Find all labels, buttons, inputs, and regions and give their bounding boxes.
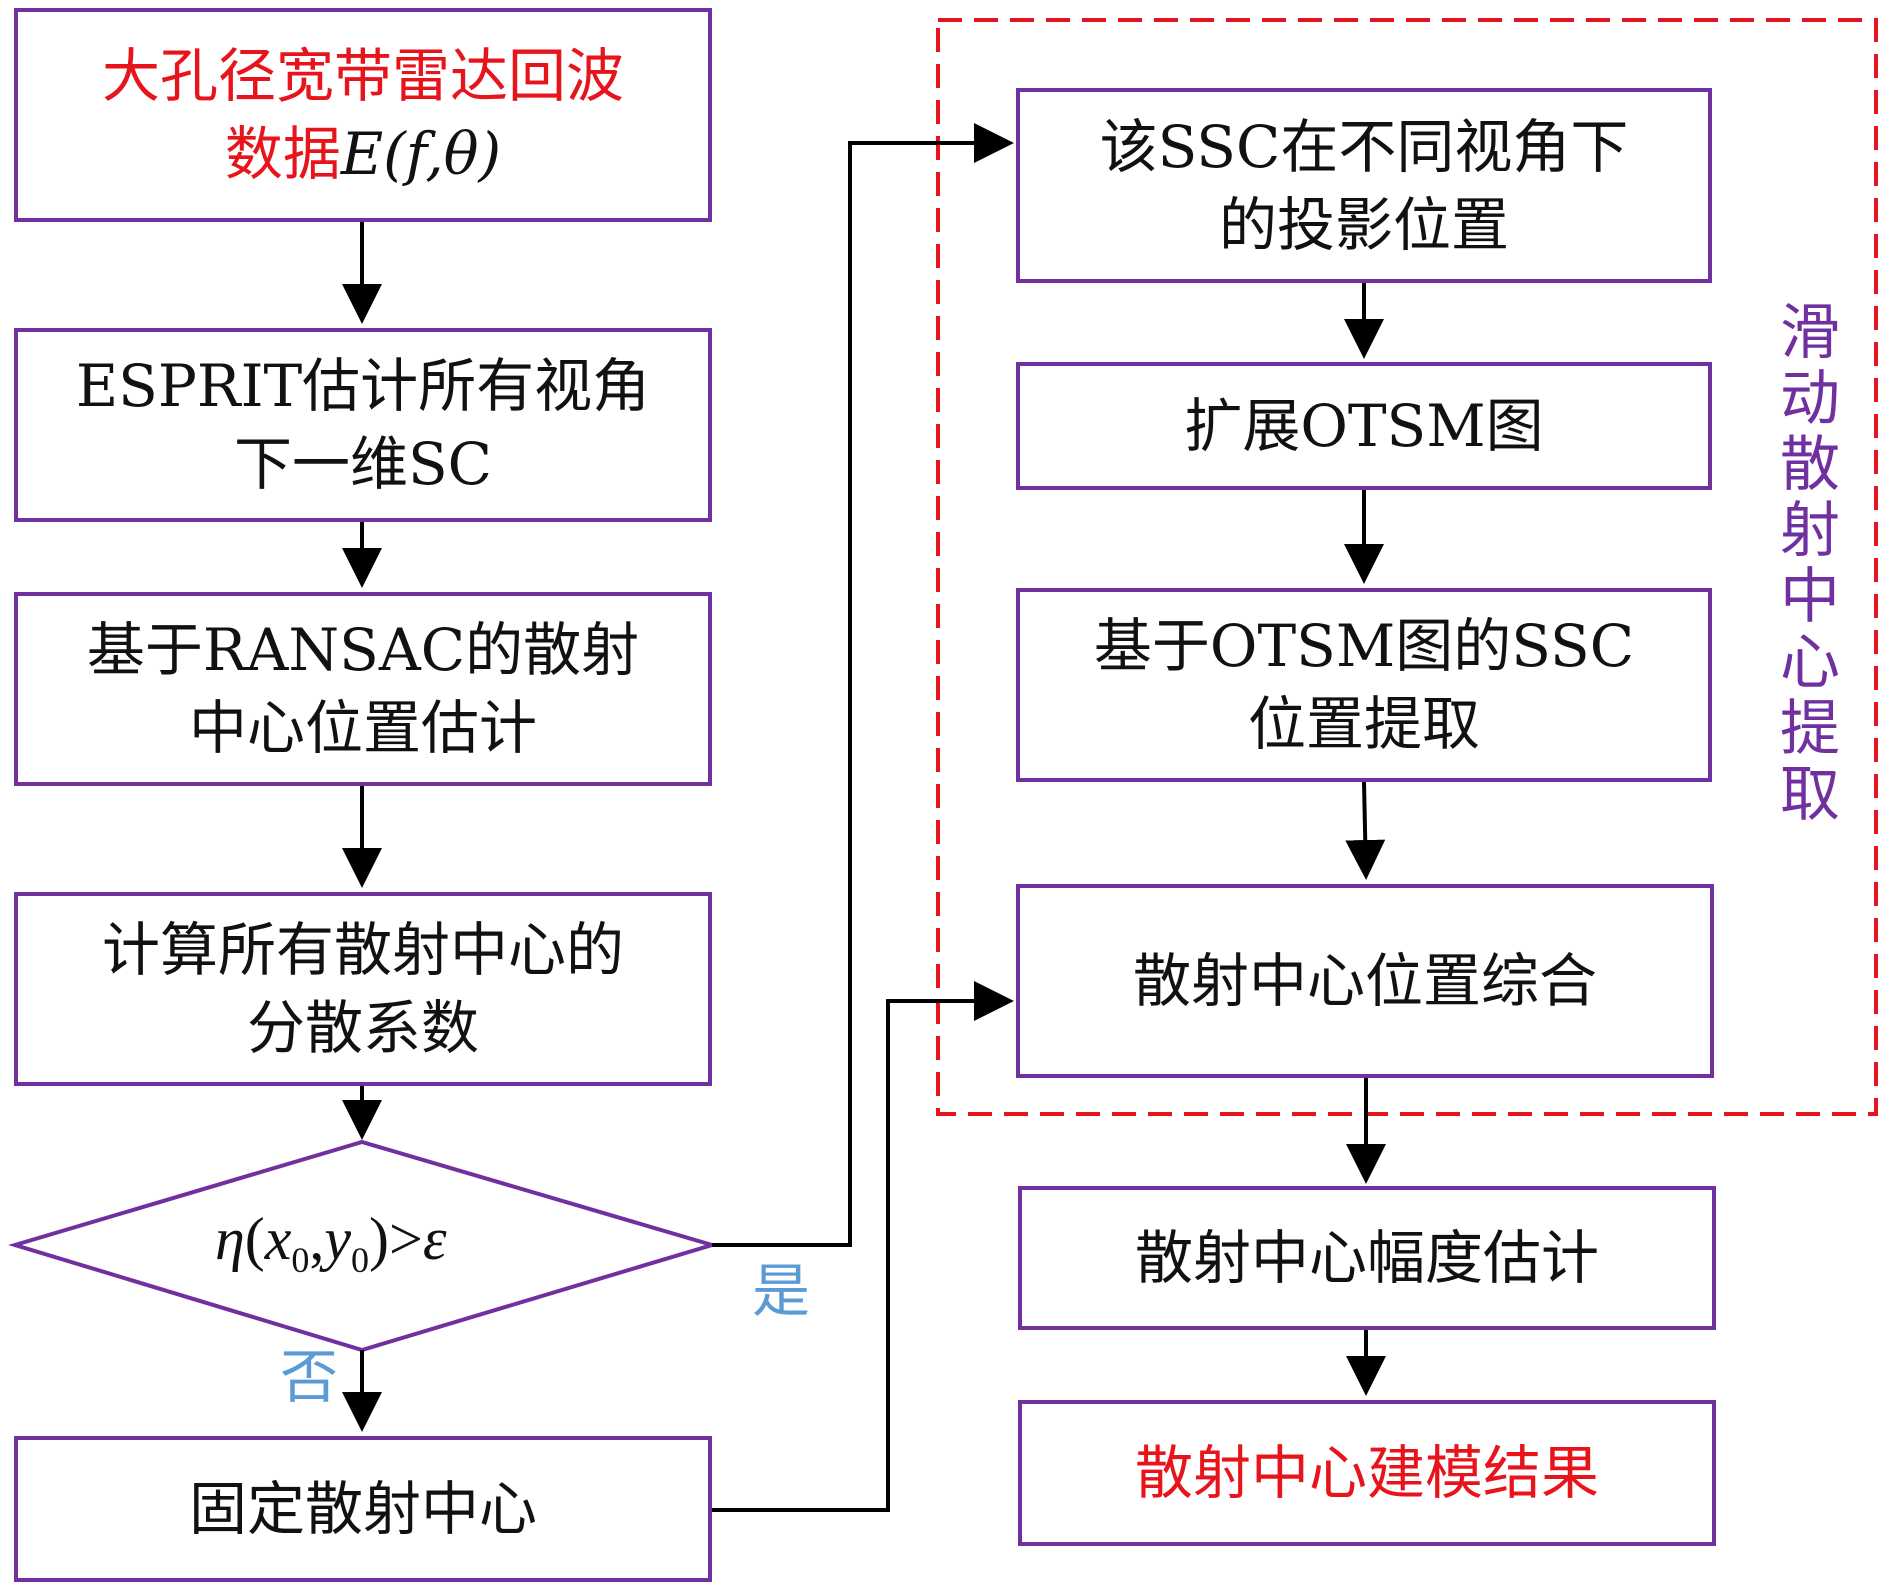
radar-echo-line2-text: 数据 <box>224 120 341 188</box>
sliding-scattering-center-extraction-label: 滑 动 散 射 中 心 提 取 <box>1775 300 1845 828</box>
greater-than-symbol: > <box>389 1206 423 1272</box>
amplitude-estimation-box: 散射中心幅度估计 <box>1018 1186 1716 1330</box>
arrow-r3-r4 <box>1345 781 1386 880</box>
dispersion-line1: 计算所有散射中心的 <box>101 916 624 984</box>
ransac-line2: 中心位置估计 <box>188 694 537 762</box>
group-label-char: 取 <box>1780 760 1840 830</box>
arrow-fixed-to-synthesis <box>712 981 1014 1512</box>
group-label-char: 射 <box>1780 496 1840 566</box>
arrow-yes-branch <box>712 123 1014 1247</box>
dispersion-line2: 分散系数 <box>246 994 479 1062</box>
y-symbol: y <box>324 1206 352 1272</box>
sliding-group-boundary <box>936 18 1878 1116</box>
group-label-char: 散 <box>1780 430 1840 500</box>
dispersion-coefficient-box: 计算所有散射中心的 分散系数 <box>14 892 712 1086</box>
decision-condition: η(x0,y0)>ε <box>215 1206 447 1280</box>
group-label-char: 提 <box>1780 694 1840 764</box>
esprit-line1: ESPRIT估计所有视角 <box>75 352 651 420</box>
position-synthesis-box: 散射中心位置综合 <box>1016 884 1714 1078</box>
y-subscript: 0 <box>351 1240 370 1280</box>
yes-label: 是 <box>752 1257 811 1325</box>
group-label-char: 中 <box>1780 562 1840 632</box>
group-label-char: 心 <box>1780 628 1840 698</box>
radar-echo-math: E(f,θ) <box>340 120 502 188</box>
modeling-result-box: 散射中心建模结果 <box>1018 1400 1716 1546</box>
esprit-line2: 下一维SC <box>233 430 493 498</box>
otsm-line1: 基于OTSM图的SSC <box>1093 612 1635 680</box>
ransac-line1: 基于RANSAC的散射 <box>86 616 640 684</box>
amplitude-line1: 散射中心幅度估计 <box>1134 1224 1599 1292</box>
group-label-char: 动 <box>1780 364 1840 434</box>
radar-echo-line2: 数据E(f,θ) <box>225 115 501 193</box>
synthesis-line1: 散射中心位置综合 <box>1132 947 1597 1015</box>
epsilon-symbol: ε <box>422 1206 447 1272</box>
x-symbol: x <box>264 1206 292 1272</box>
x-subscript: 0 <box>291 1240 310 1280</box>
radar-echo-line1: 大孔径宽带雷达回波 <box>101 42 624 110</box>
group-label-char: 滑 <box>1780 298 1840 368</box>
projection-line1: 该SSC在不同视角下 <box>1099 112 1629 181</box>
result-line1: 散射中心建模结果 <box>1134 1439 1599 1507</box>
fixed-scattering-center-box: 固定散射中心 <box>14 1436 712 1582</box>
eta-symbol: η <box>215 1206 245 1272</box>
ransac-position-box: 基于RANSAC的散射 中心位置估计 <box>14 592 712 786</box>
extend-line1: 扩展OTSM图 <box>1184 392 1544 460</box>
esprit-estimate-box: ESPRIT估计所有视角 下一维SC <box>14 328 712 522</box>
projection-line2: 的投影位置 <box>1218 190 1509 259</box>
otsm-ssc-extraction-box: 基于OTSM图的SSC 位置提取 <box>1016 588 1712 782</box>
fixed-line1: 固定散射中心 <box>188 1475 537 1543</box>
radar-echo-data-box: 大孔径宽带雷达回波 数据E(f,θ) <box>14 8 712 222</box>
ssc-projection-box: 该SSC在不同视角下 的投影位置 <box>1016 88 1712 283</box>
no-label: 否 <box>280 1343 339 1411</box>
otsm-line2: 位置提取 <box>1247 690 1480 758</box>
extend-otsm-box: 扩展OTSM图 <box>1016 362 1712 490</box>
